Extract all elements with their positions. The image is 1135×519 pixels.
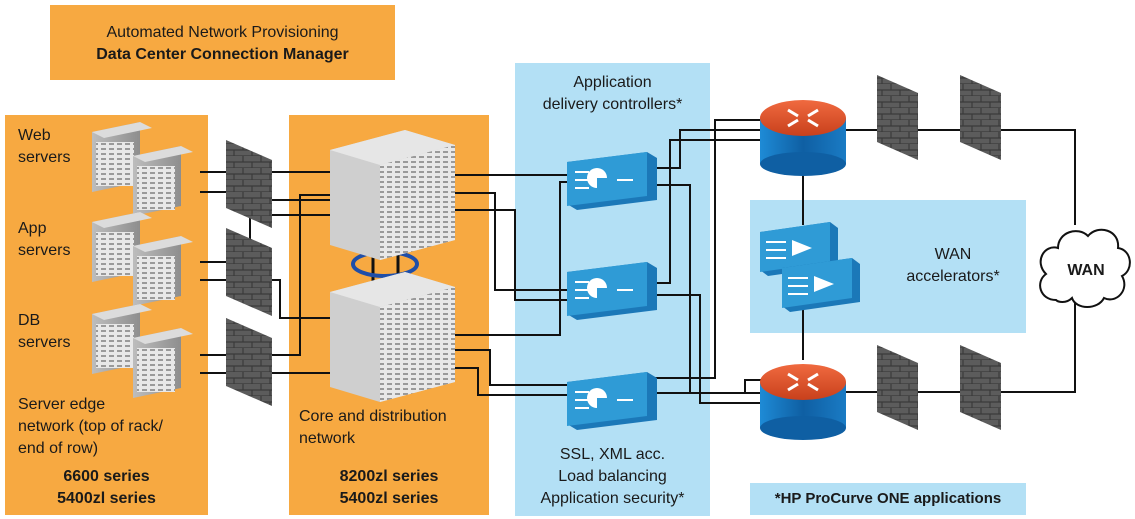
core-caption-1: Core and distribution <box>299 408 447 425</box>
server-edge-caption-1: Server edge <box>18 396 106 413</box>
core-switches <box>330 130 455 402</box>
router-icons <box>760 100 846 440</box>
server-edge-caption-3: end of row) <box>18 440 99 457</box>
app-servers-label-1: App <box>18 220 47 237</box>
title-line-1: Automated Network Provisioning <box>106 24 339 41</box>
server-edge-caption-2: network (top of rack/ <box>18 418 163 435</box>
wan-cloud-icon <box>1039 228 1131 308</box>
wan-cloud-label: WAN <box>1067 262 1105 279</box>
server-icons <box>92 122 193 398</box>
connection-lines <box>200 119 1076 404</box>
wan-accel-label-1: WAN <box>934 246 972 263</box>
adc-title-1: Application <box>573 74 652 91</box>
wan-accelerator-devices <box>760 222 860 312</box>
footnote-box <box>750 483 1026 515</box>
server-edge-series-1: 6600 series <box>63 468 150 485</box>
core-series-2: 5400zl series <box>339 490 439 507</box>
core-series-1: 8200zl series <box>339 468 439 485</box>
db-servers-label-2: servers <box>18 334 71 351</box>
web-servers-label-1: Web <box>18 127 51 144</box>
wan-accel-label-2: accelerators* <box>906 268 1000 285</box>
footnote: *HP ProCurve ONE applications <box>774 490 1002 507</box>
adc-title-2: delivery controllers* <box>542 96 683 113</box>
web-servers-label-2: servers <box>18 149 71 166</box>
adc-caption-2: Load balancing <box>558 468 667 485</box>
title-box <box>50 5 395 80</box>
app-servers-label-2: servers <box>18 242 71 259</box>
adc-caption-1: SSL, XML acc. <box>559 446 666 463</box>
db-servers-label-1: DB <box>18 312 41 329</box>
title-line-2: Data Center Connection Manager <box>96 46 349 63</box>
core-caption-2: network <box>299 430 356 447</box>
adc-caption-3: Application security* <box>540 490 685 507</box>
adc-devices <box>567 152 657 430</box>
firewall-icons <box>226 75 1001 430</box>
server-edge-series-2: 5400zl series <box>57 490 156 507</box>
